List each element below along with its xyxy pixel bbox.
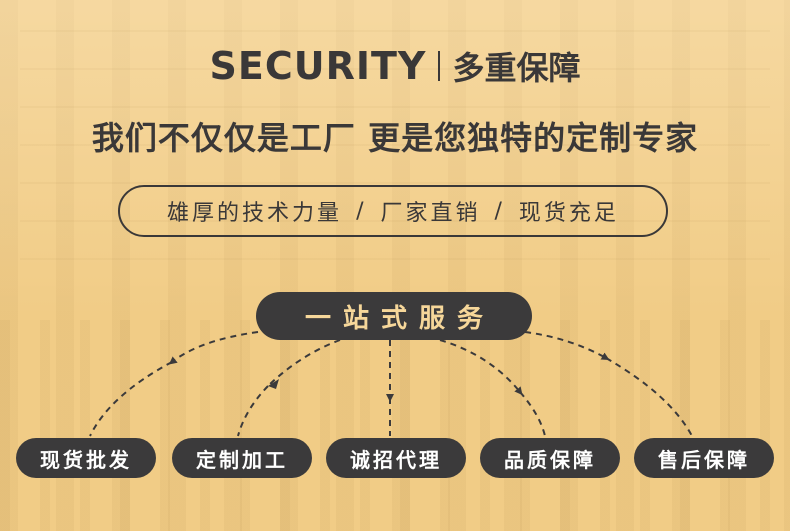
- feature-direct-sale: 厂家直销: [380, 201, 481, 226]
- option-after-sales: 售后保障: [634, 438, 774, 478]
- title-chinese: 多重保障: [452, 49, 581, 87]
- line-left-inner: [237, 385, 269, 437]
- arrow-right-outer: [524, 331, 610, 360]
- line-left-outer: [89, 361, 173, 437]
- feature-separator: /: [356, 198, 367, 224]
- arrowhead-left-inner: [268, 379, 279, 389]
- slogan: 我们不仅仅是工厂 更是您独特的定制专家: [91, 119, 699, 157]
- feature-in-stock: 现货充足: [518, 201, 619, 226]
- line-right-outer: [605, 357, 693, 437]
- arrow-left-outer: [168, 331, 259, 365]
- option-wholesale: 现货批发: [16, 438, 156, 478]
- title-divider: [438, 51, 441, 81]
- option-quality-assurance: 品质保障: [480, 438, 620, 478]
- service-title-badge: 一站式服务: [256, 292, 532, 340]
- feature-separator: /: [494, 198, 505, 224]
- line-right-inner: [519, 391, 546, 437]
- option-agent-recruitment: 诚招代理: [326, 438, 466, 478]
- option-custom-processing: 定制加工: [172, 438, 312, 478]
- feature-tech: 雄厚的技术力量: [167, 201, 343, 226]
- arrow-left-inner: [267, 339, 341, 387]
- fence-backdrop: [0, 320, 790, 531]
- page-header: SECURITY 多重保障: [0, 44, 790, 88]
- arrow-right-inner: [439, 339, 523, 396]
- title-english: SECURITY: [209, 44, 427, 88]
- features-pill: 雄厚的技术力量 / 厂家直销 / 现货充足: [118, 185, 668, 237]
